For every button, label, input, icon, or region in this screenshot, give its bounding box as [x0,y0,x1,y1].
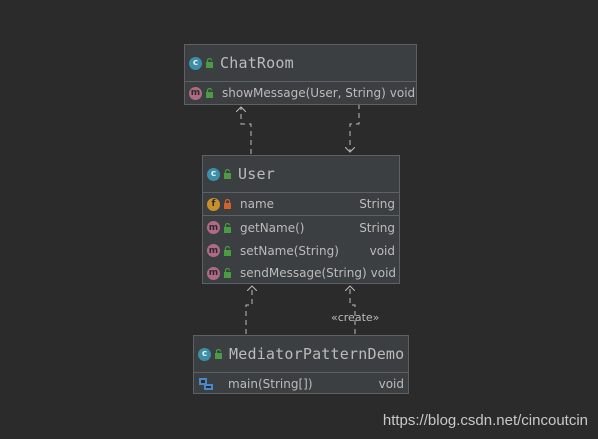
public-visibility-icon [223,245,232,256]
demo-to-user-create-edge [350,286,356,334]
method-return-type: void [370,266,397,280]
method-return-type: void [369,243,395,258]
field-icon: f [207,197,220,211]
class-icon: c [207,167,220,181]
method-name: showMessage(User, String) [222,86,386,100]
demo-to-user-edge-left [245,286,252,334]
field-type: String [359,197,395,211]
private-visibility-icon [223,199,232,209]
chatroom-class-header: c ChatRoom [185,45,416,82]
public-visibility-icon [205,58,214,68]
class-name: MediatorPatternDemo [229,345,405,363]
runnable-class-icon: c [198,347,211,361]
field-name: name [240,197,275,211]
user-class-header: c User [203,156,399,193]
method-name: setName(String) [240,243,339,258]
method-icon: m [207,266,220,280]
method-name: sendMessage(String) [240,266,367,280]
method-row[interactable]: m setName(String) void [203,239,399,262]
class-name: ChatRoom [220,54,294,72]
chatroom-class-box[interactable]: c ChatRoom m showMessage(User, String) v… [184,44,417,105]
chatroom-to-user-edge [350,104,360,152]
method-row[interactable]: m sendMessage(String) void [203,262,399,284]
public-visibility-icon [205,88,214,98]
public-visibility-icon [223,169,232,179]
method-row[interactable]: m showMessage(User, String) void [185,82,416,104]
method-return-type: void [378,377,404,391]
method-icon: m [189,86,202,100]
method-return-type: void [389,86,416,100]
watermark-text: https://blog.csdn.net/cincoutcin [382,412,588,429]
method-return-type: String [359,220,395,235]
public-visibility-icon [214,349,223,359]
user-to-chatroom-edge [241,107,252,154]
method-icon: m [207,244,220,257]
method-row[interactable]: main(String[]) void [194,373,408,395]
method-icon: m [207,221,220,234]
method-name: main(String[]) [228,377,313,391]
user-class-box[interactable]: c User f name String m getName() String … [202,155,400,284]
class-icon: c [189,56,202,70]
create-edge-label: «create» [331,311,380,324]
class-name: User [238,165,275,183]
demo-class-header: c MediatorPatternDemo [194,336,408,373]
method-row[interactable]: m getName() String [203,215,399,239]
public-visibility-icon [223,268,232,278]
mediator-pattern-demo-class-box[interactable]: c MediatorPatternDemo main(String[]) voi… [193,335,409,394]
public-visibility-icon [223,222,232,233]
static-main-method-icon [198,377,214,391]
field-row[interactable]: f name String [203,193,399,215]
method-name: getName() [240,220,305,235]
